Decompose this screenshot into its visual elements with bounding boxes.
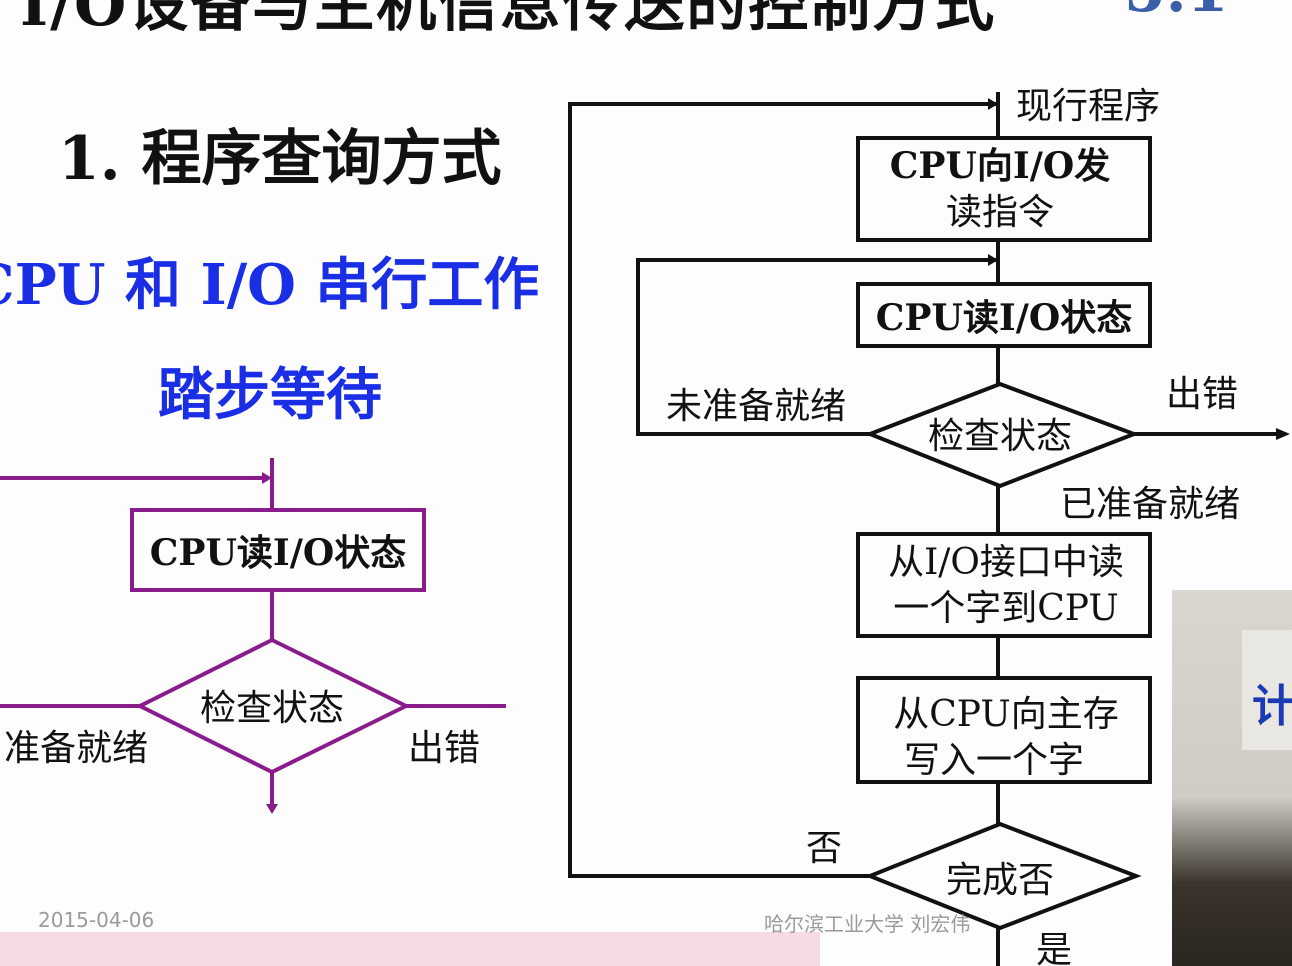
slide-title: I/O设备与主机信息传送的控制方式 [20,0,996,43]
diamond1-label: 检查状态 [928,416,1072,457]
right-flowchart: 现行程序 CPU向I/O发 读指令 CPU读I/O状态 检查状态 未准备就绪 出… [568,86,1290,966]
box4-line1: 从CPU向主存 [893,694,1118,735]
box4-line2: 写入一个字 [904,740,1084,781]
error-label: 出错 [1166,374,1238,415]
box1-line2: 读指令 [946,192,1054,233]
not-ready-label: 未准备就绪 [666,386,846,427]
subtitle-line-2: 踏步等待 [158,362,382,428]
no-label: 否 [806,828,842,869]
box-read-status [856,282,1152,348]
inner-loop-line [636,258,996,436]
left-flow-box-label: CPU读I/O状态 [150,532,406,574]
left-flow-box [130,508,426,592]
left-flow-error-label: 出错 [408,728,480,769]
ready-label: 已准备就绪 [1060,484,1240,525]
camera-sign-text: 计 [1252,681,1292,732]
diamond2-label: 完成否 [946,860,1054,901]
outer-loop-arrowhead [988,98,998,110]
slide-title-text: I/O设备与主机信息传送的控制方式 [20,0,997,40]
box-send-read-cmd [856,136,1152,242]
box-write-word [856,676,1152,784]
inner-loop-arrowhead [988,254,998,266]
camera-sign-panel [1242,630,1292,750]
box3-line2: 一个字到CPU [893,588,1118,629]
yes-label: 是 [1036,930,1072,966]
presenter-video-inset: 计 [1172,590,1292,966]
outer-loop-line [568,102,996,878]
box3-line1: 从I/O接口中读 [888,542,1124,583]
footer-watermark: 哈尔滨工业大学 刘宏伟 [764,912,971,936]
left-flow-bottom-arrow [266,804,278,814]
box-read-word [856,532,1152,638]
footer-date: 2015-04-06 [38,908,155,932]
left-flowchart: CPU读I/O状态 检查状态 出错 准备就绪 [0,458,506,814]
subtitle-line-1: CPU 和 I/O 串行工作 [0,252,540,318]
left-flow-ready-label: 准备就绪 [4,728,148,769]
section-heading: 1. 程序查询方式 [58,124,502,194]
box2-label: CPU读I/O状态 [876,297,1132,339]
box1-line1: CPU向I/O发 [890,145,1110,187]
left-flow-arrowhead [262,472,272,484]
entry-label: 现行程序 [1016,86,1160,127]
slide-title-number: 5.1 [1124,0,1228,26]
footer-band [0,932,820,966]
left-flow-diamond-label: 检查状态 [200,688,344,729]
error-exit-arrowhead [1276,428,1290,440]
